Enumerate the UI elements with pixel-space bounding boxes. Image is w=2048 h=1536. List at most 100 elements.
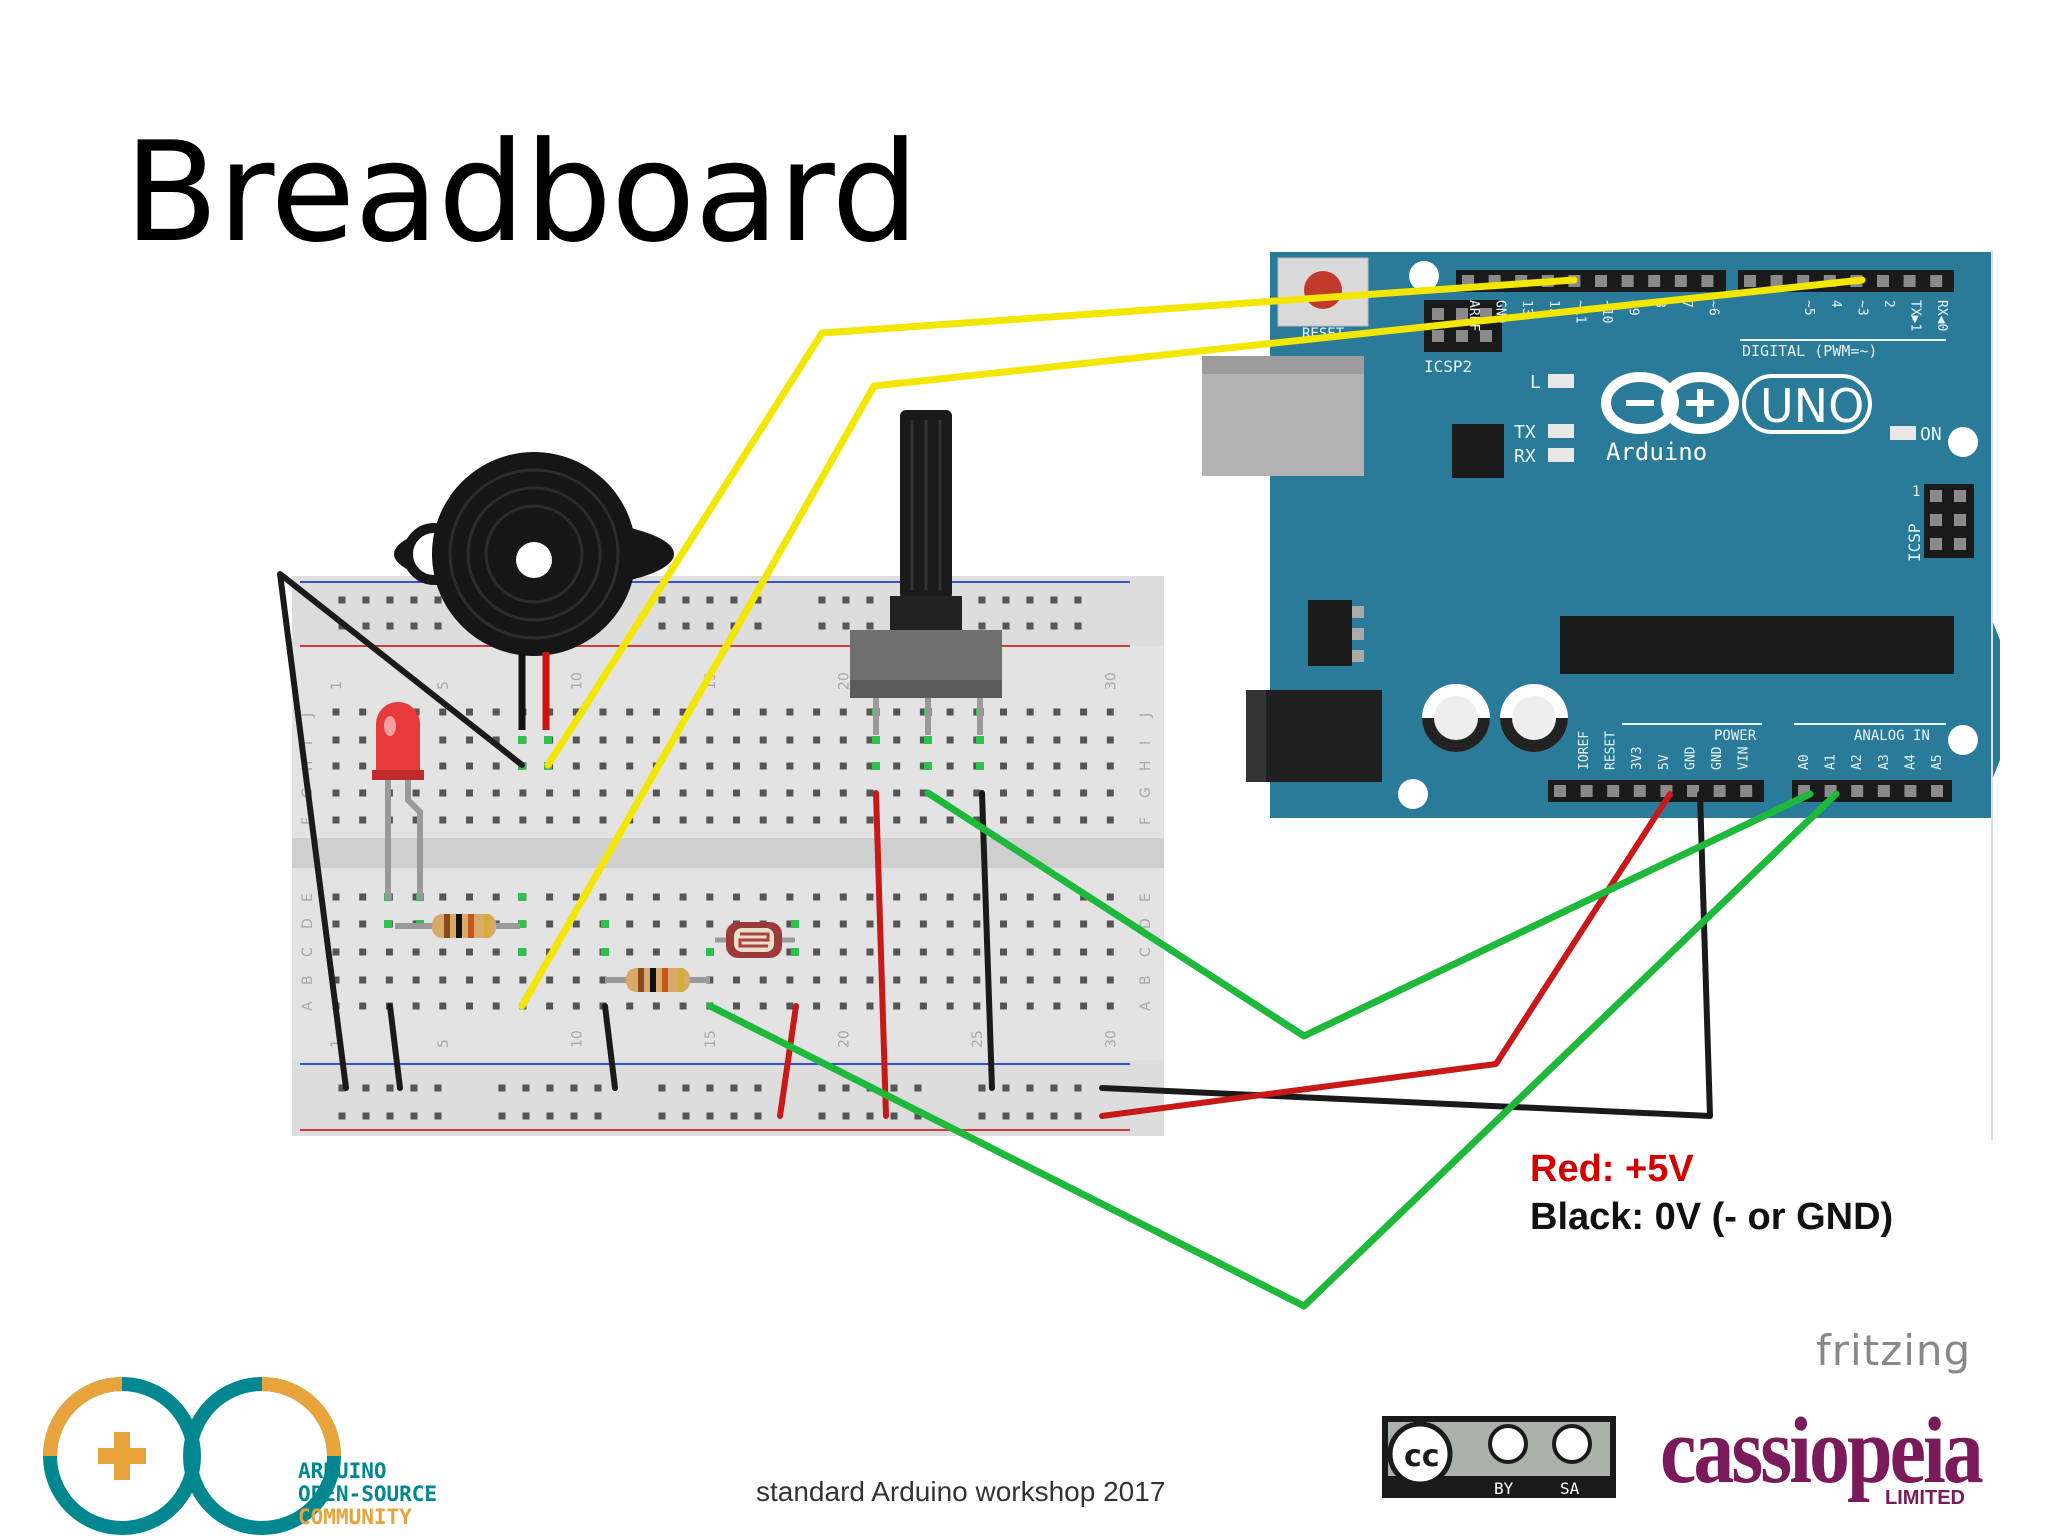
bb-row-letter: C [300, 947, 316, 957]
bb-col-number: 25 [970, 1030, 986, 1048]
cassiopeia-sub-label: LIMITED [1885, 1487, 1965, 1509]
bb-col-number: 10 [569, 672, 585, 690]
bb-row-letter: E [300, 893, 316, 902]
digital-pin-label: 13 [1519, 300, 1534, 316]
reset-button: RESET [1277, 257, 1369, 342]
bb-row-letter: D [1138, 918, 1154, 929]
wire-red-1 [777, 1003, 799, 1119]
footer-text: standard Arduino workshop 2017 [756, 1476, 1166, 1507]
bb-row-letter: B [1138, 975, 1154, 985]
wire-black-4 [979, 790, 995, 1091]
arduino-community-text: ARDUINO OPEN-SOURCE COMMUNITY [298, 1460, 437, 1529]
digital-pin-label: TX▶1 [1908, 300, 1923, 331]
bb-row-letter: I [300, 741, 316, 745]
icsp-pin1-label: 1 [1912, 484, 1920, 500]
wire-black-gnd [1099, 791, 1713, 1119]
digital-pin-label: ~6 [1705, 300, 1720, 316]
arduino-community-logo [43, 1377, 341, 1535]
icsp-header: 1 ICSP [1905, 484, 1974, 562]
bb-row-letter: A [300, 1001, 316, 1011]
wire-red-2 [873, 790, 889, 1119]
arduino-brand-label: Arduino [1606, 438, 1707, 466]
uno-label: UNO [1760, 379, 1864, 433]
microcontroller-chip [1560, 616, 1954, 674]
wire-red-5v [1099, 791, 1673, 1119]
bb-col-number: 30 [1103, 1030, 1119, 1048]
led-on-label: ON [1920, 424, 1942, 445]
wire-yellow-2 [518, 276, 1866, 1010]
resistor-1 [395, 914, 520, 938]
bb-row-letter: B [300, 975, 316, 985]
capacitors [1422, 684, 1568, 752]
page-title: Breadboard [124, 112, 919, 273]
cassiopeia-logo: cassiopeia [1660, 1398, 1984, 1503]
bb-col-number: 1 [329, 1039, 345, 1048]
led-l-label: L [1530, 372, 1541, 393]
fritzing-logo: fritzing [1816, 1326, 1972, 1375]
piezo-buzzer [394, 452, 674, 730]
icsp2-label: ICSP2 [1424, 357, 1472, 376]
power-header [1548, 780, 1764, 802]
power-pin-label: RESET [1604, 731, 1619, 770]
bb-col-number: 20 [836, 672, 852, 690]
bb-col-number: 1 [329, 681, 345, 690]
photoresistor [715, 922, 795, 958]
community-line-3: COMMUNITY [298, 1505, 412, 1529]
resistor-2 [605, 968, 710, 992]
community-line-1: ARDUINO [298, 1459, 387, 1483]
bb-col-number: 20 [836, 1030, 852, 1048]
bb-row-letter: J [300, 713, 316, 718]
bb-row-letter: G [1138, 787, 1154, 798]
power-label: POWER [1714, 728, 1757, 744]
bb-col-number: 5 [436, 1039, 452, 1048]
bb-row-letter: C [1138, 947, 1154, 957]
analog-pin-label: A5 [1930, 754, 1945, 770]
power-pin-label: GND [1683, 746, 1698, 770]
cc-sa-label: SA [1560, 1479, 1580, 1498]
power-pin-label: 3V3 [1630, 747, 1645, 770]
bb-row-letter: A [1138, 1001, 1154, 1011]
bb-row-letter: F [1138, 817, 1154, 825]
digital-pin-label: 7 [1679, 300, 1694, 308]
bb-col-number: 5 [436, 681, 452, 690]
bb-row-letter: F [300, 817, 316, 825]
legend-black-text: Black: 0V (- or GND) [1530, 1196, 1894, 1238]
bb-col-number: 15 [703, 1030, 719, 1048]
red-led [372, 702, 424, 900]
wire-black-3 [602, 1003, 618, 1091]
analog-header [1792, 780, 1952, 802]
analog-pin-label: A0 [1797, 754, 1812, 770]
bb-row-letter: I [1138, 741, 1154, 745]
digital-pin-label: ~5 [1801, 300, 1816, 316]
digital-pin-label: ~3 [1854, 300, 1869, 316]
wire-yellow-1 [544, 276, 1578, 769]
cc-by-label: BY [1494, 1479, 1514, 1498]
community-line-2: OPEN-SOURCE [298, 1482, 438, 1506]
wire-black-rail [277, 571, 525, 1091]
icsp-label: ICSP [1905, 523, 1924, 562]
digital-pin-label: RX◀0 [1934, 300, 1949, 331]
cc-by-sa-logo: cc BY SA [1382, 1416, 1616, 1498]
power-pin-label: 5V [1657, 754, 1672, 770]
voltage-regulator [1308, 600, 1364, 666]
dc-power-jack [1246, 690, 1382, 782]
bb-row-letter: H [1138, 760, 1154, 771]
analog-label: ANALOG IN [1854, 728, 1930, 744]
arduino-logo: UNO Arduino [1601, 372, 1872, 466]
power-pin-label: VIN [1737, 747, 1752, 770]
led-tx-label: TX [1514, 422, 1536, 443]
usb-port [1202, 356, 1364, 476]
digital-pin-label: 4 [1828, 300, 1843, 308]
power-pin-label: GND [1710, 746, 1725, 770]
wire-green-pot [924, 789, 1814, 1040]
digital-pin-label: 2 [1881, 300, 1896, 308]
bb-row-letter: J [1138, 713, 1154, 718]
digital-pin-label: AREF [1466, 300, 1481, 331]
analog-pin-label: A4 [1903, 754, 1918, 770]
svg-text:cc: cc [1404, 1439, 1440, 1474]
bb-row-letter: H [300, 760, 316, 771]
legend-red-text: Red: +5V [1530, 1148, 1694, 1190]
wire-green-ldr [706, 790, 1840, 1310]
